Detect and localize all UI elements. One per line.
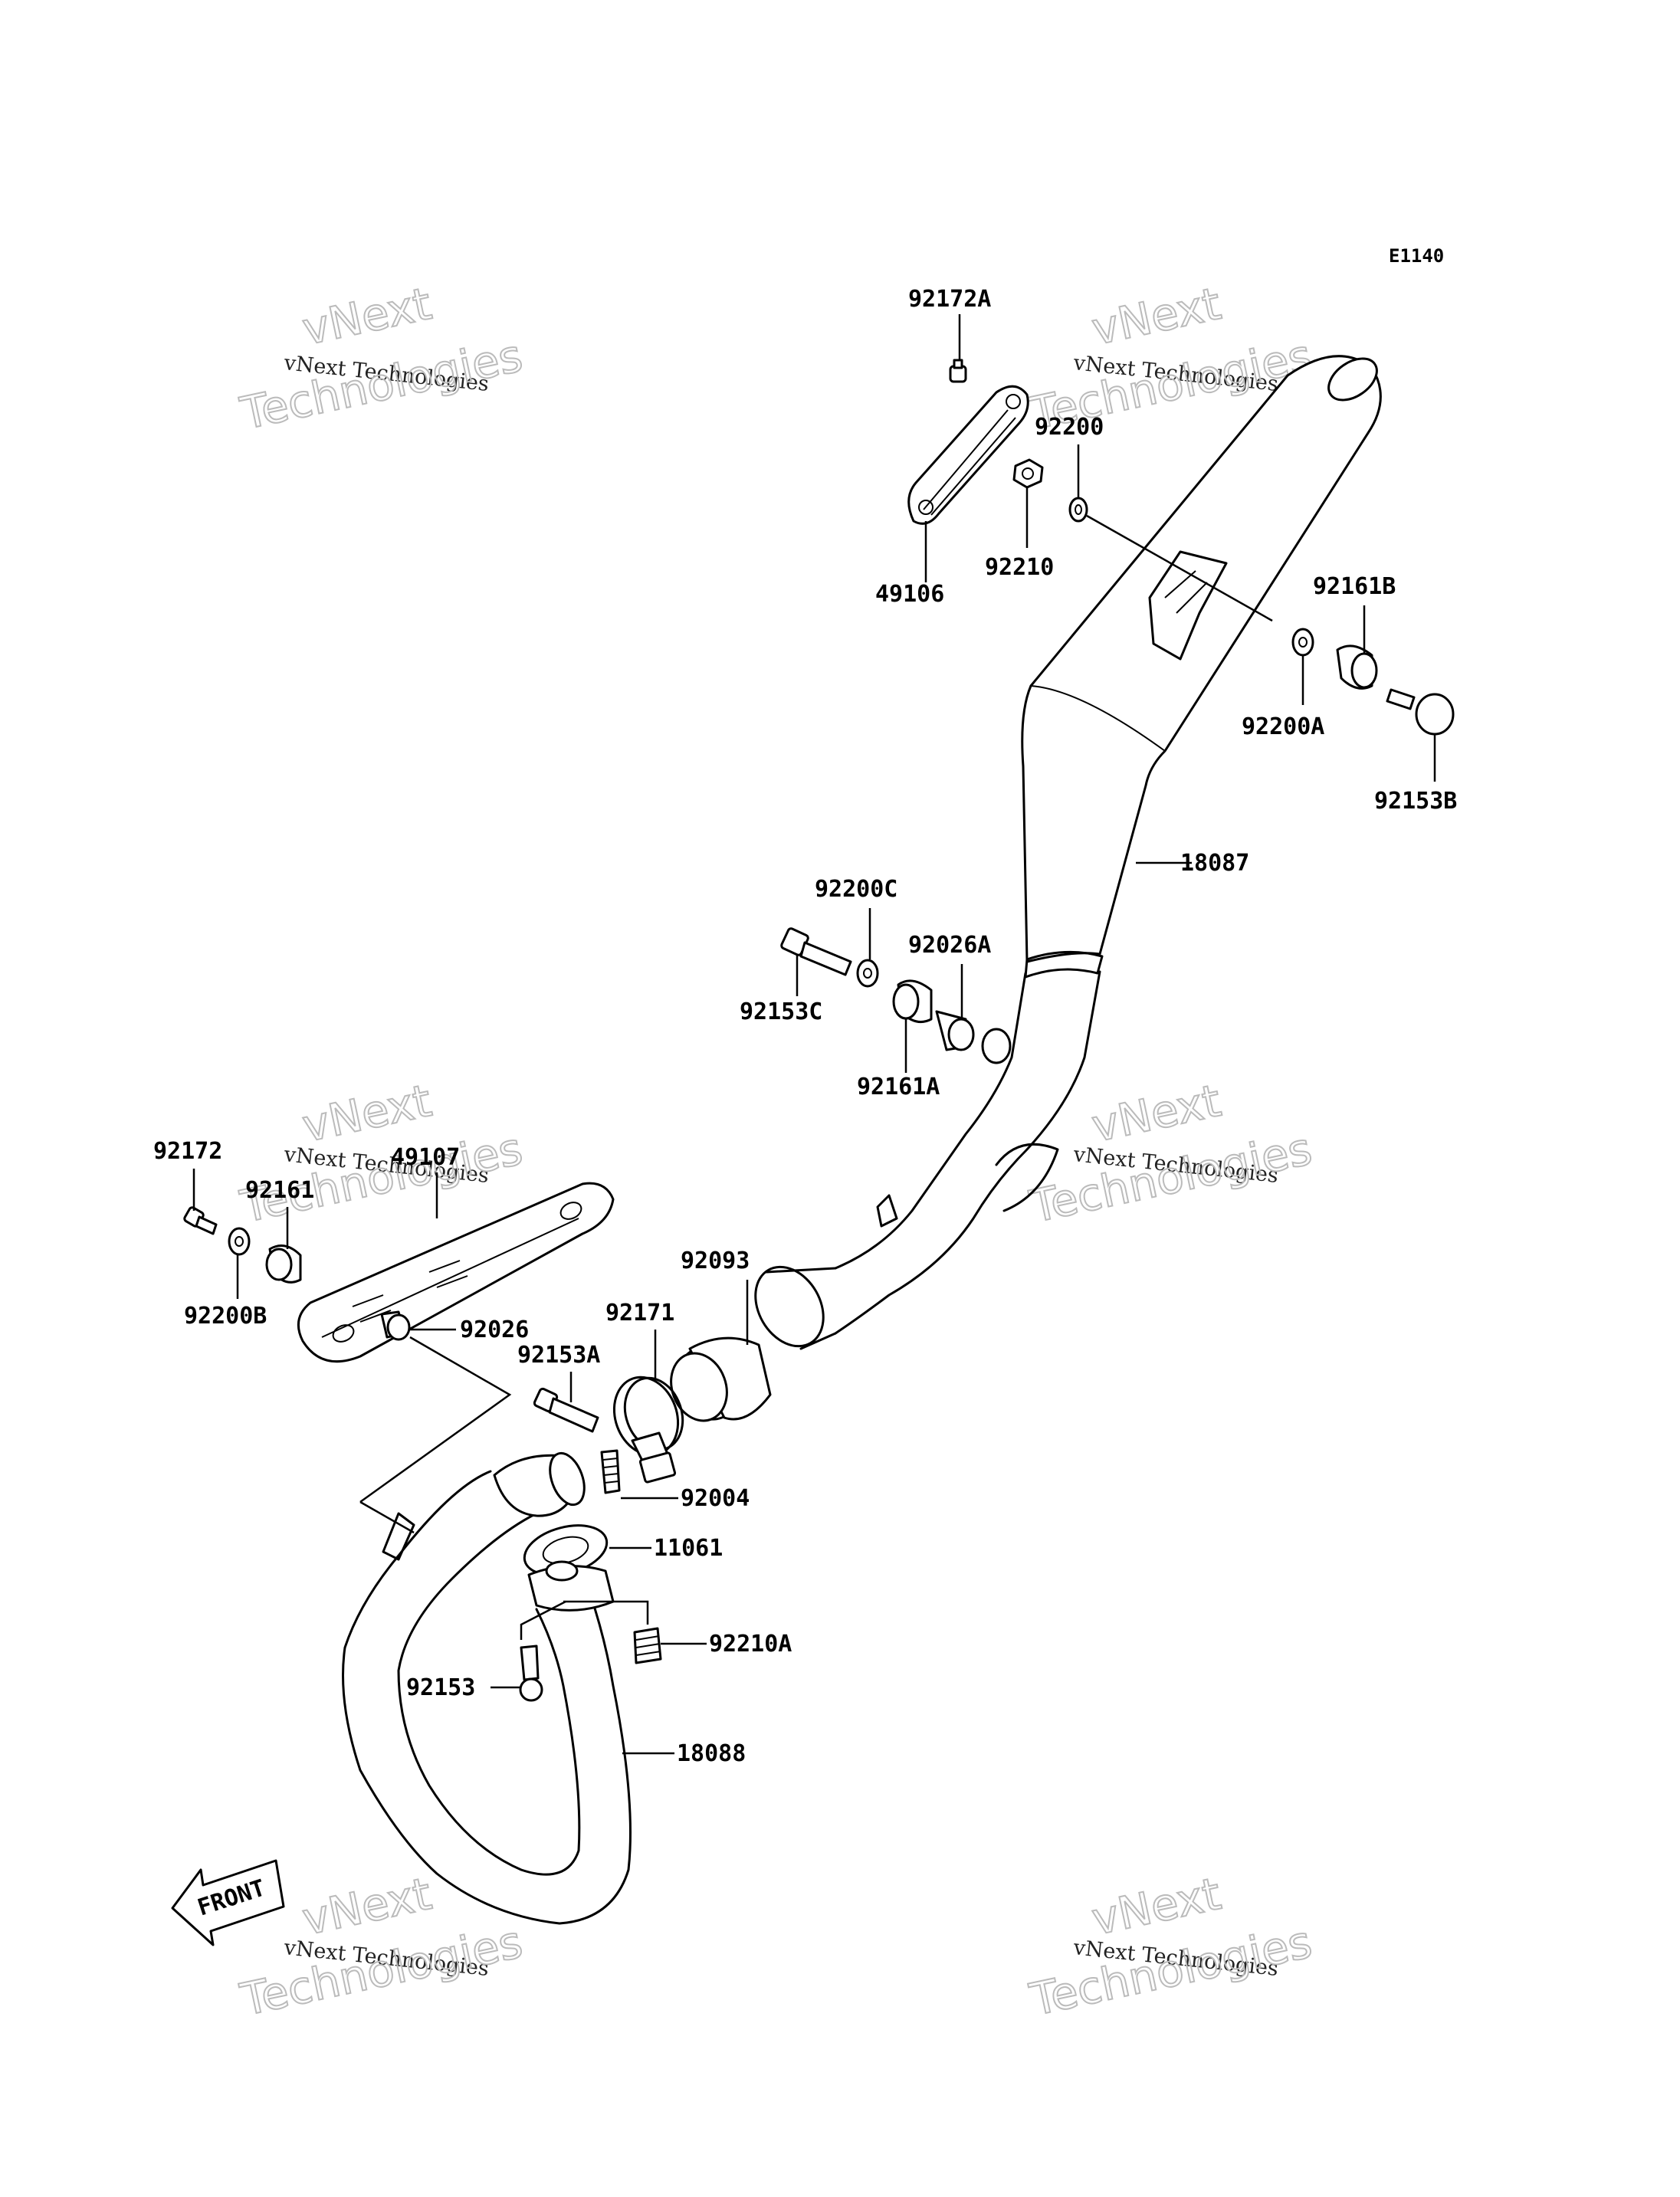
label-92153[interactable]: 92153 bbox=[406, 1674, 475, 1701]
label-92200[interactable]: 92200 bbox=[1035, 414, 1104, 441]
svg-text:Technologies: Technologies bbox=[236, 1916, 527, 2026]
svg-text:vNext: vNext bbox=[1088, 277, 1226, 356]
label-49106[interactable]: 49106 bbox=[875, 581, 944, 608]
spacer-92026A[interactable] bbox=[935, 1010, 975, 1051]
svg-text:vNext: vNext bbox=[298, 277, 436, 356]
bracket-49106[interactable] bbox=[907, 385, 1029, 525]
label-92026A[interactable]: 92026A bbox=[908, 932, 991, 959]
watermark-mid-left: vNext vNext Technologies Technologies bbox=[235, 1074, 528, 1234]
leader-lines bbox=[192, 314, 1436, 1755]
collar-92161[interactable] bbox=[265, 1244, 302, 1284]
watermark-mid-right: vNext vNext Technologies Technologies bbox=[1025, 1074, 1317, 1234]
label-92153A[interactable]: 92153A bbox=[517, 1342, 600, 1369]
svg-text:Technologies: Technologies bbox=[236, 330, 527, 440]
label-11061[interactable]: 11061 bbox=[654, 1535, 723, 1562]
bolt-92153A[interactable] bbox=[533, 1387, 599, 1433]
assembly-line-lower-2 bbox=[359, 1500, 415, 1534]
part-labels: 92172A 92200 92210 49106 92161B 92200A 9… bbox=[153, 286, 1457, 1767]
gasket-92093[interactable] bbox=[662, 1336, 772, 1428]
label-92172A[interactable]: 92172A bbox=[908, 286, 991, 313]
svg-text:vNext: vNext bbox=[298, 1867, 436, 1946]
collar-92161B[interactable] bbox=[1336, 644, 1378, 690]
washer-92200A[interactable] bbox=[1291, 628, 1314, 657]
washer-92200B[interactable] bbox=[228, 1227, 251, 1256]
bolt-92172[interactable] bbox=[183, 1206, 218, 1235]
label-92153B[interactable]: 92153B bbox=[1374, 788, 1457, 815]
diagram-code: E1140 bbox=[1389, 245, 1444, 267]
clamp-92171[interactable] bbox=[604, 1368, 693, 1484]
alignment-line-bolt bbox=[520, 1600, 566, 1640]
label-92093[interactable]: 92093 bbox=[681, 1248, 750, 1274]
svg-text:vNext: vNext bbox=[298, 1074, 436, 1153]
bolt-92153[interactable] bbox=[519, 1644, 543, 1702]
nut-92210[interactable] bbox=[1012, 458, 1044, 489]
label-92026[interactable]: 92026 bbox=[460, 1317, 529, 1343]
label-92153C[interactable]: 92153C bbox=[740, 998, 822, 1025]
label-92210A[interactable]: 92210A bbox=[709, 1631, 792, 1658]
assembly-line-lower bbox=[359, 1336, 512, 1503]
label-92200A[interactable]: 92200A bbox=[1242, 713, 1324, 740]
alignment-line-nut bbox=[563, 1600, 649, 1625]
label-92161[interactable]: 92161 bbox=[245, 1177, 314, 1204]
label-92004[interactable]: 92004 bbox=[681, 1485, 750, 1512]
label-92210[interactable]: 92210 bbox=[985, 554, 1054, 581]
stud-92004[interactable] bbox=[600, 1449, 621, 1494]
label-49107[interactable]: 49107 bbox=[391, 1144, 460, 1171]
label-92200C[interactable]: 92200C bbox=[815, 876, 897, 903]
label-92161B[interactable]: 92161B bbox=[1313, 573, 1396, 600]
nut-92210A[interactable] bbox=[633, 1627, 662, 1664]
assembly-line-upper bbox=[1086, 514, 1273, 622]
label-18088[interactable]: 18088 bbox=[677, 1740, 746, 1767]
washer-92200[interactable] bbox=[1068, 497, 1088, 523]
heat-shield-49107[interactable] bbox=[297, 1182, 615, 1363]
label-92161A[interactable]: 92161A bbox=[857, 1074, 940, 1100]
label-92200B[interactable]: 92200B bbox=[184, 1303, 267, 1330]
svg-text:Technologies: Technologies bbox=[1025, 1916, 1317, 2026]
label-18087[interactable]: 18087 bbox=[1180, 850, 1249, 877]
label-92172[interactable]: 92172 bbox=[153, 1138, 222, 1165]
bolt-92153B[interactable] bbox=[1386, 688, 1455, 736]
label-92171[interactable]: 92171 bbox=[605, 1300, 674, 1326]
collar-92161A[interactable] bbox=[892, 979, 933, 1024]
muffler-18087[interactable] bbox=[742, 350, 1384, 1359]
bolt-92153C[interactable] bbox=[780, 927, 852, 976]
svg-text:vNext: vNext bbox=[1088, 1074, 1226, 1153]
svg-text:Technologies: Technologies bbox=[1025, 1123, 1317, 1233]
spacer-92026[interactable] bbox=[380, 1310, 411, 1341]
front-direction-arrow: FRONT bbox=[171, 1859, 285, 1946]
watermark-top-left: vNext vNext Technologies Technologies bbox=[235, 277, 528, 441]
washer-92200C[interactable] bbox=[856, 959, 879, 988]
bolt-92172A[interactable] bbox=[949, 359, 967, 383]
header-pipe-18088[interactable] bbox=[342, 1448, 632, 1925]
watermark-bottom-right: vNext vNext Technologies Technologies bbox=[1025, 1867, 1317, 2027]
svg-text:vNext: vNext bbox=[1088, 1867, 1226, 1946]
